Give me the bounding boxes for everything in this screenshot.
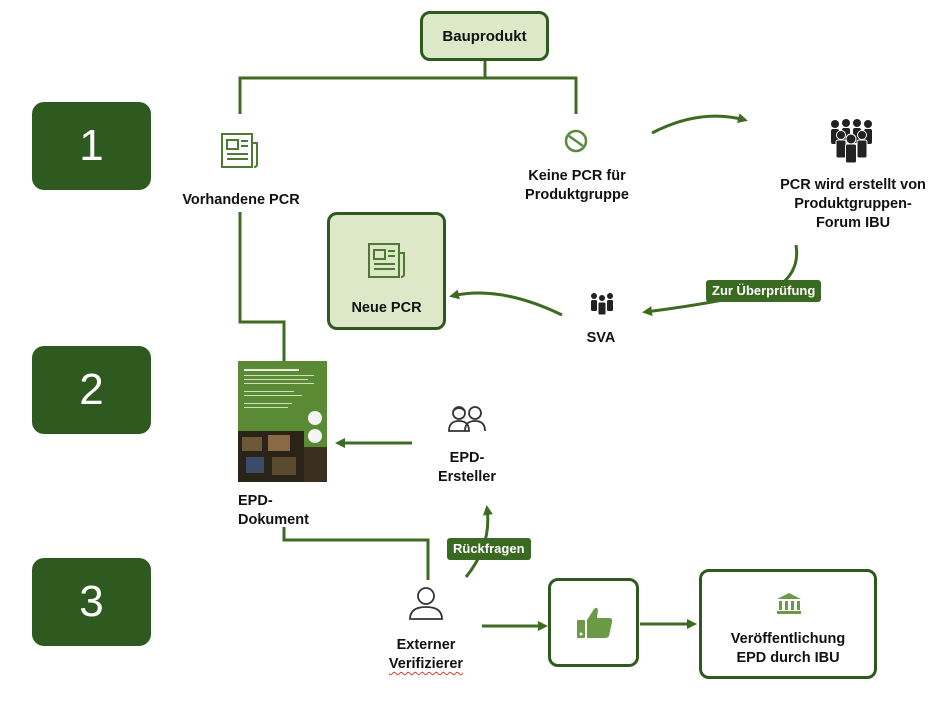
epd-ersteller-line-1: EPD- <box>449 450 485 466</box>
vorhandene-pcr-label: Vorhandene PCR <box>182 192 300 208</box>
sva-label: SVA <box>586 330 616 346</box>
epd-dokument-label: EPD- Dokument <box>238 492 328 530</box>
no-entry-icon <box>564 129 588 153</box>
arrow-to-neue-pcr <box>449 289 563 317</box>
connector-pcr-to-epd <box>238 212 286 362</box>
pcr-forum-label: PCR wird erstellt von Produktgruppen- Fo… <box>762 176 944 233</box>
newspaper-icon <box>368 243 405 278</box>
keine-pcr-label: Keine PCR für Produktgruppe <box>502 167 652 205</box>
approval-box <box>548 578 639 667</box>
arrow-to-forum <box>651 113 748 135</box>
connector-right <box>485 76 578 114</box>
crowd-icon <box>831 119 872 164</box>
thumbs-up-icon <box>577 607 613 638</box>
publication-line-1: Veröffentlichung <box>730 631 846 647</box>
externer-verifizierer-label: Externer Verifizierer <box>376 636 476 674</box>
pcr-forum-line-3: Forum IBU <box>815 215 891 231</box>
externer-line-2: Verifizierer <box>388 656 464 672</box>
keine-pcr-line-1: Keine PCR für <box>528 168 626 184</box>
connector-left <box>238 60 487 114</box>
bauprodukt-label: Bauprodukt <box>442 27 527 45</box>
step-badge-3: 3 <box>32 558 151 646</box>
pcr-forum-line-1: PCR wird erstellt von <box>780 177 926 193</box>
neue-pcr-label: Neue PCR <box>351 300 422 316</box>
epd-dokument-line-1: EPD- <box>238 493 273 509</box>
pcr-forum-line-2: Produktgruppen- <box>794 196 912 212</box>
publication-box: Veröffentlichung EPD durch IBU <box>699 569 877 679</box>
publication-line-2: EPD durch IBU <box>736 650 840 666</box>
externer-line-1: Externer <box>396 637 456 653</box>
step-badge-1: 1 <box>32 102 151 190</box>
epd-ersteller-line-2: Ersteller <box>437 469 497 485</box>
connector-doc-to-verifier <box>282 527 430 580</box>
neue-pcr-box: Neue PCR <box>327 212 446 330</box>
keine-pcr-line-2: Produktgruppe <box>525 187 629 203</box>
step-badge-2: 2 <box>32 346 151 434</box>
epd-dokument-line-2: Dokument <box>238 512 309 528</box>
rueckfragen-tag: Rückfragen <box>447 538 531 560</box>
newspaper-icon <box>221 133 258 168</box>
person-icon <box>409 587 443 620</box>
group-icon <box>591 293 613 316</box>
two-persons-icon <box>448 406 486 432</box>
publication-label: Veröffentlichung EPD durch IBU <box>702 630 874 668</box>
zur-ueberpruefung-tag: Zur Überprüfung <box>706 280 822 302</box>
bauprodukt-box: Bauprodukt <box>420 11 549 61</box>
epd-ersteller-label: EPD- Ersteller <box>425 449 509 487</box>
document-cover-icon <box>238 361 327 482</box>
bank-building-icon <box>777 593 801 614</box>
